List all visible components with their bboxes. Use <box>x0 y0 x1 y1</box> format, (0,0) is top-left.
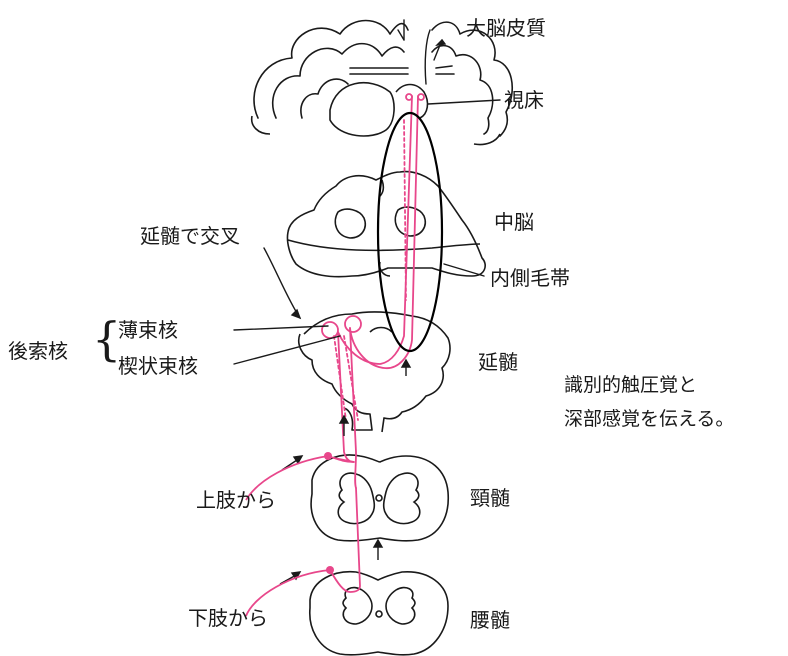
label-nucleus-cuneatus: 楔状束核 <box>118 356 198 376</box>
label-from-upper-limb: 上肢から <box>196 490 276 510</box>
midbrain-outline <box>287 172 485 277</box>
label-from-lower-limb: 下肢から <box>188 608 268 628</box>
label-midbrain: 中脳 <box>494 212 534 232</box>
thalamus-outline <box>252 83 500 145</box>
spinal-cord-outline <box>310 455 448 655</box>
label-medulla: 延髄 <box>478 352 518 372</box>
receptor-dots <box>324 452 334 574</box>
label-medial-lemniscus: 内側毛帯 <box>490 268 570 288</box>
note-line-1: 識別的触圧覚と <box>564 376 697 395</box>
label-cervical-cord: 頸髄 <box>470 488 510 508</box>
label-decussation: 延髄で交叉 <box>140 226 240 246</box>
label-nucleus-gracilis: 薄束核 <box>118 320 178 340</box>
limb-input-curves <box>246 456 330 616</box>
label-thalamus: 視床 <box>504 90 544 110</box>
note-line-2: 深部感覚を伝える。 <box>564 410 734 429</box>
label-lumbar-cord: 腰髄 <box>470 610 510 630</box>
label-cerebral-cortex: 大脳皮質 <box>466 18 546 38</box>
brace-icon: { <box>92 316 121 362</box>
label-posterior-column-nuclei: 後索核 <box>8 341 68 361</box>
